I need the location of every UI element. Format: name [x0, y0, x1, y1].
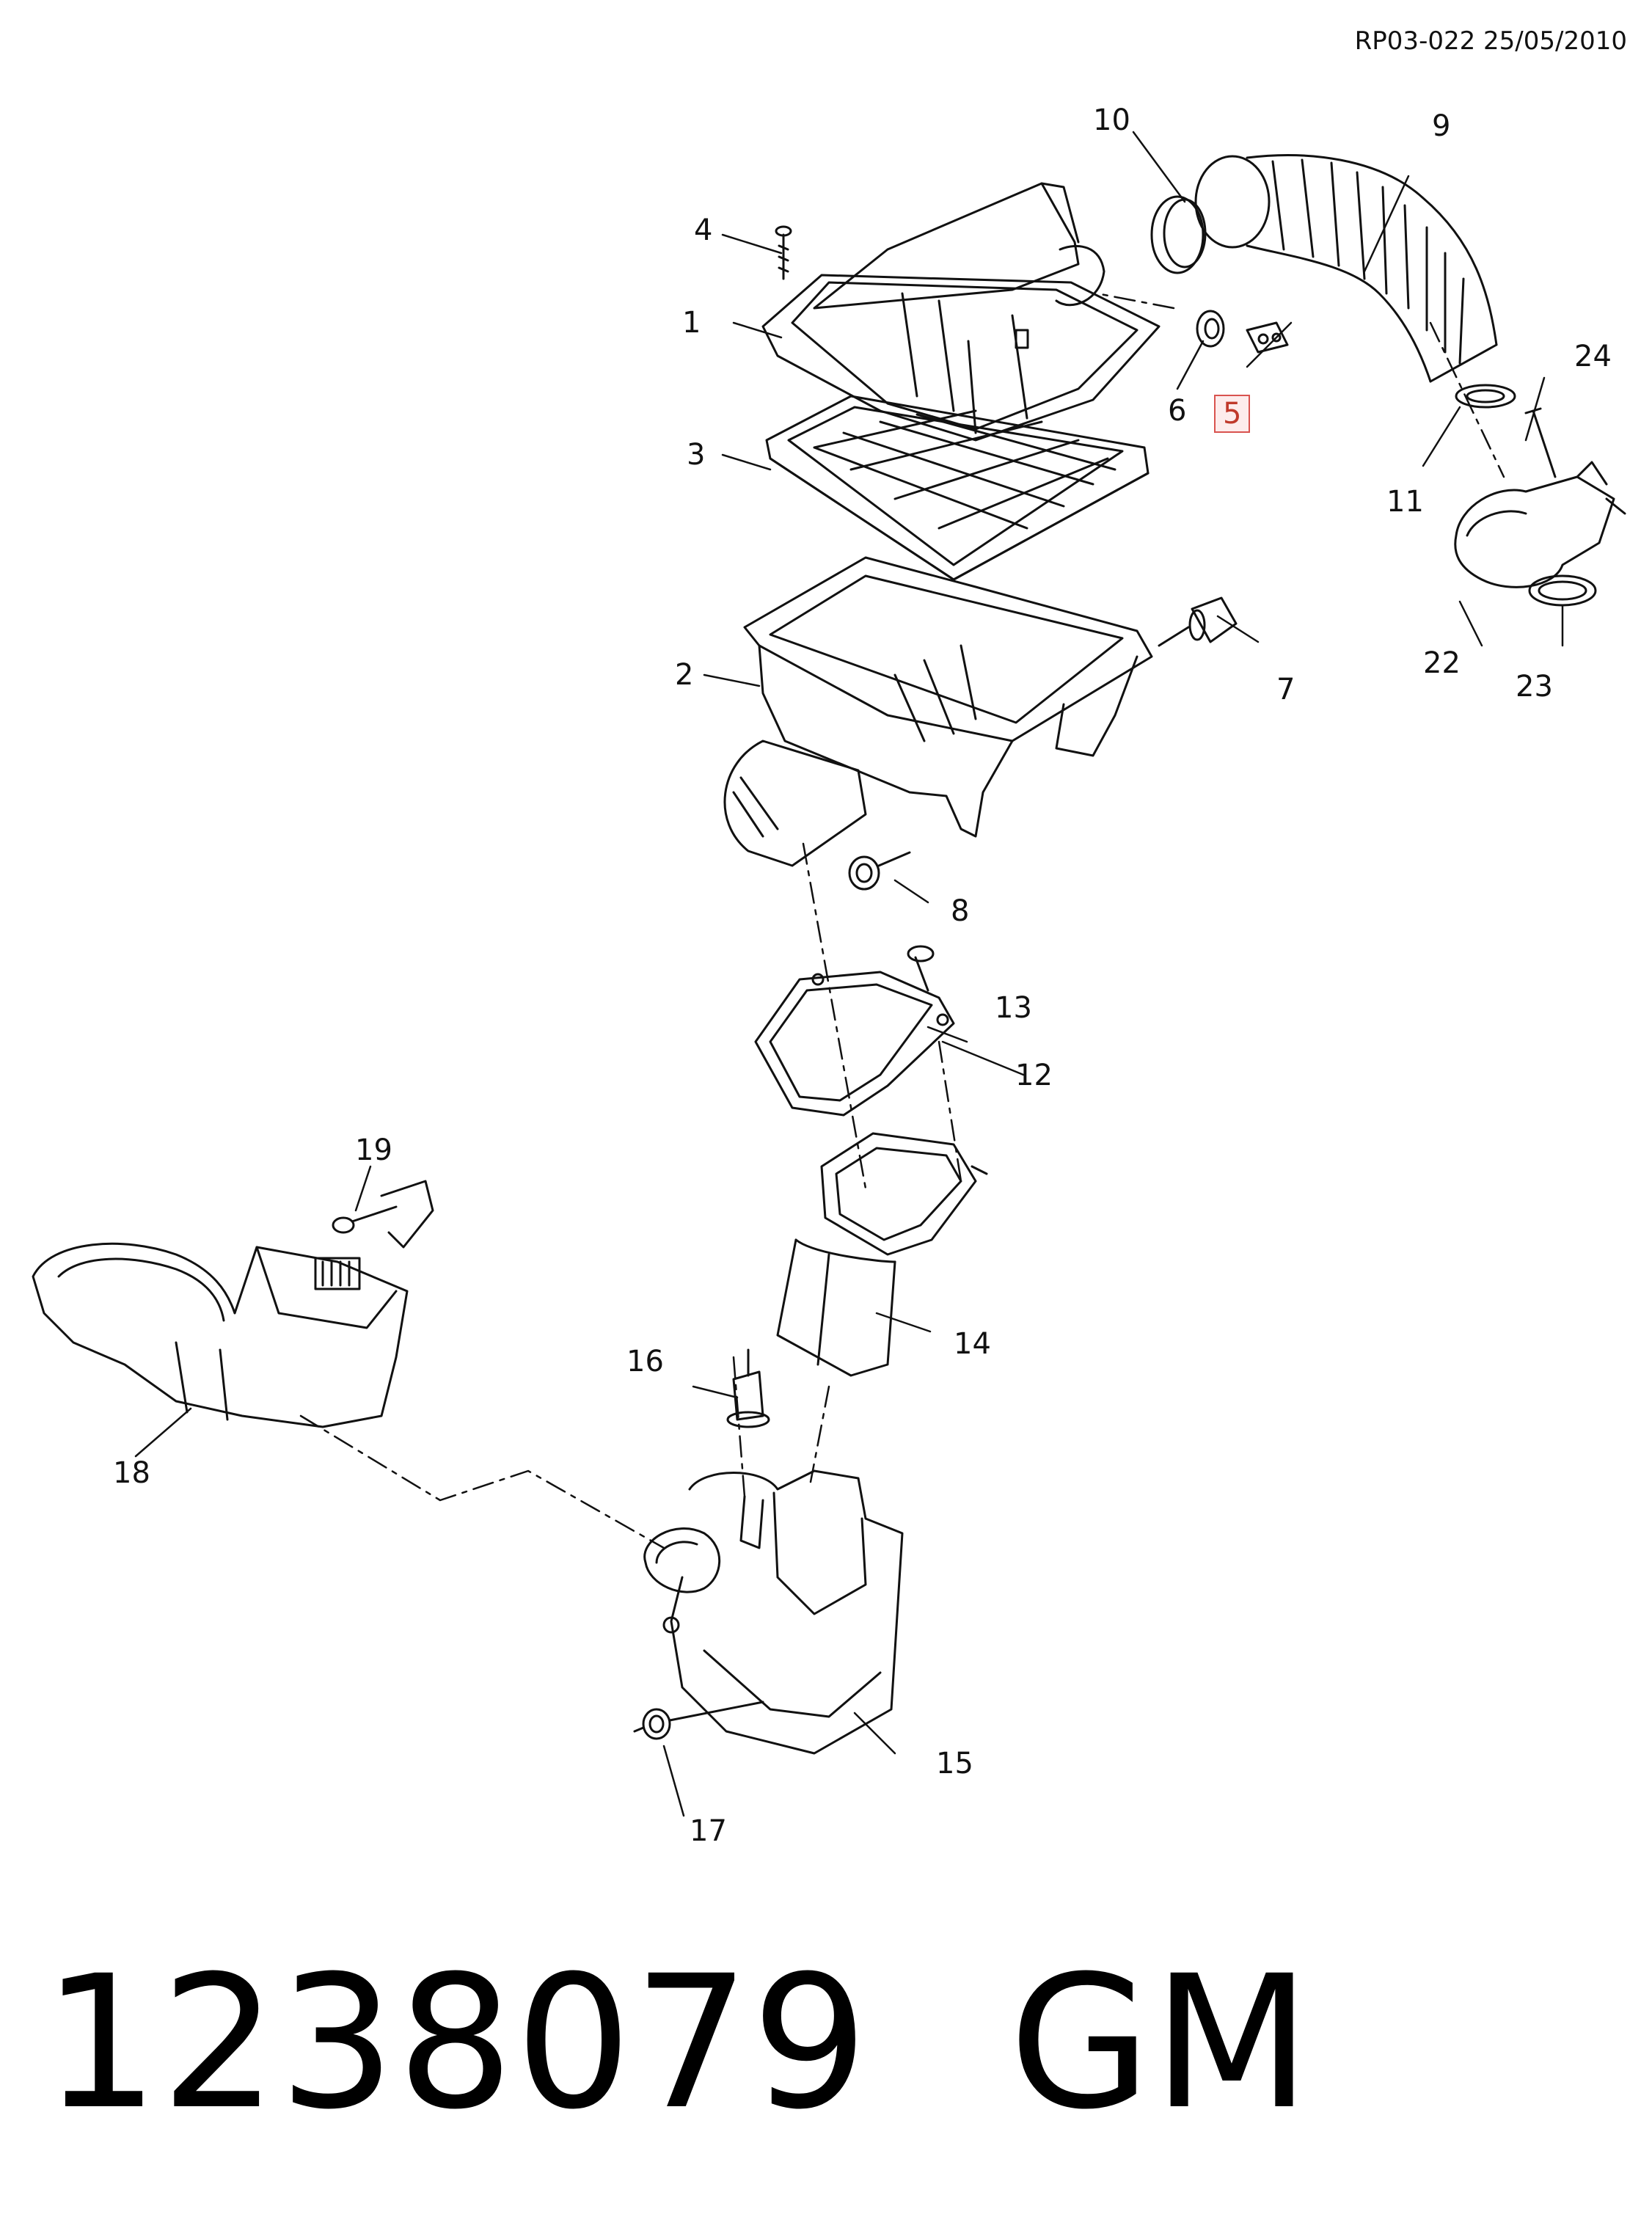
callout-2: 2 [675, 658, 694, 692]
callout-19: 19 [355, 1133, 392, 1167]
part-14-duct [776, 1132, 988, 1377]
part-9-intake-hose [1194, 154, 1498, 383]
part-16-grommet [726, 1348, 770, 1428]
callout-1: 1 [682, 306, 701, 340]
exploded-parts-diagram [32, 131, 1626, 1817]
part-10-clamp [1150, 195, 1207, 274]
callout-5: 5 [1214, 395, 1251, 433]
callout-10: 10 [1093, 103, 1130, 137]
part-5-sensor [1246, 321, 1289, 354]
callout-11: 11 [1386, 485, 1424, 519]
part-13-push-pin [907, 945, 935, 992]
part-24-bolt [1524, 407, 1557, 478]
callout-4: 4 [694, 213, 713, 247]
callout-24: 24 [1574, 340, 1612, 373]
part-11-gasket [1455, 384, 1516, 409]
callout-8: 8 [951, 894, 970, 928]
part-7-grommet [1158, 596, 1238, 647]
callout-6: 6 [1168, 394, 1187, 428]
part-15-resonator [643, 1469, 904, 1755]
callout-18: 18 [113, 1456, 150, 1490]
part-6-seal [1196, 310, 1225, 348]
callout-12: 12 [1015, 1059, 1053, 1092]
leader-lines [134, 131, 1564, 1817]
callout-17: 17 [690, 1814, 727, 1848]
part-8-grommet [848, 851, 911, 891]
callout-23: 23 [1516, 670, 1553, 704]
brand-name: GM [1009, 1936, 1312, 2149]
callout-7: 7 [1276, 673, 1295, 706]
part-4-screw [775, 225, 792, 280]
document-reference: RP03-022 25/05/2010 [1354, 26, 1627, 56]
callout-16: 16 [626, 1345, 664, 1378]
part-number: 1238079 [43, 1936, 870, 2149]
part-17-grommet [633, 1701, 764, 1740]
part-12-gasket [754, 971, 955, 1117]
callout-9: 9 [1432, 109, 1451, 143]
callout-13: 13 [995, 991, 1032, 1025]
part-2-lower-housing [723, 556, 1153, 867]
part-18-inlet-duct [32, 1242, 409, 1428]
part-23-gasket [1528, 574, 1597, 607]
callout-15: 15 [936, 1747, 973, 1780]
part-22-throttle-body [1454, 461, 1626, 588]
callout-22: 22 [1423, 646, 1461, 680]
part-19-bolt-bracket [332, 1180, 434, 1249]
part-3-filter-element [765, 395, 1150, 581]
callout-14: 14 [954, 1327, 991, 1361]
callout-3: 3 [687, 438, 706, 472]
part-1-cover [761, 182, 1161, 442]
